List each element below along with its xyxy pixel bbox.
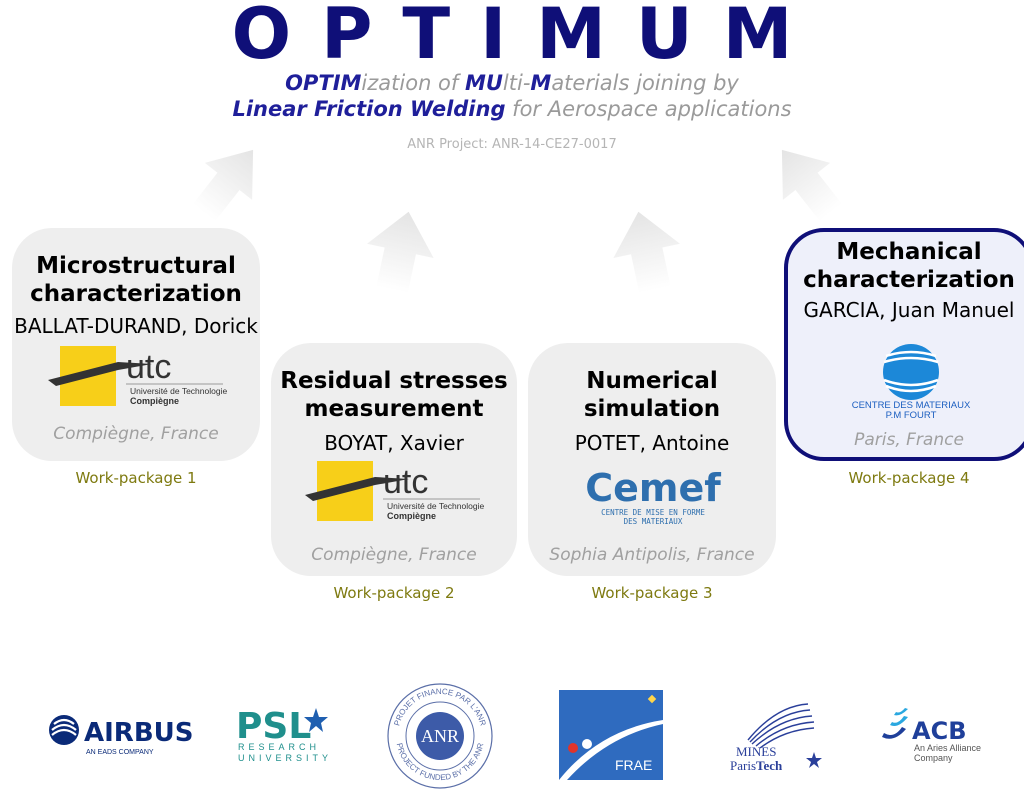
svg-text:ANR: ANR — [421, 726, 459, 746]
svg-text:Company: Company — [914, 753, 953, 763]
svg-text:Université de Technologie: Université de Technologie — [130, 386, 227, 396]
svg-text:AIRBUS: AIRBUS — [84, 718, 193, 748]
subtitle-segment: Linear Friction Welding — [232, 97, 506, 121]
svg-text:MINES: MINES — [736, 744, 776, 759]
svg-text:utc: utc — [126, 348, 171, 386]
airbus-logo: AIRBUS AN EADS COMPANY — [49, 715, 193, 756]
utc-logo: utc Université de Technologie Compiègne — [305, 461, 484, 521]
svg-text:AN EADS COMPANY: AN EADS COMPANY — [86, 749, 154, 756]
arrow-icon — [367, 211, 434, 294]
svg-text:PSL: PSL — [236, 706, 311, 747]
svg-text:Cemef: Cemef — [585, 466, 721, 510]
psl-logo: PSL RESEARCH UNIVERSITY — [236, 706, 330, 763]
cemef-logo: Cemef CENTRE DE MISE EN FORME DES MATERI… — [585, 466, 721, 526]
svg-text:FRAE: FRAE — [615, 757, 652, 773]
wp-location: Compiègne, France — [53, 424, 219, 444]
mines-paristech-logo: MINES ParisTech — [730, 703, 822, 773]
svg-text:Université de Technologie: Université de Technologie — [387, 501, 484, 511]
subtitle-segment: M — [530, 71, 552, 95]
wp-location: Paris, France — [854, 430, 964, 450]
project-title: OPTIMUM — [231, 0, 823, 75]
svg-text:UNIVERSITY: UNIVERSITY — [238, 753, 330, 763]
work-package-4-label: Work-package 4 — [848, 469, 970, 487]
wp-location: Compiègne, France — [311, 545, 477, 565]
svg-text:Compiègne: Compiègne — [387, 511, 436, 521]
work-package-1-label: Work-package 1 — [75, 469, 197, 487]
frae-logo: FRAE — [559, 690, 663, 780]
utc-logo: utc Université de Technologie Compiègne — [48, 346, 227, 406]
subtitle-segment: OPTIM — [285, 71, 362, 95]
subtitle-line-1: OPTIMization of MUlti-Materials joining … — [0, 70, 1024, 96]
work-package-2-label: Work-package 2 — [333, 584, 455, 602]
svg-text:utc: utc — [383, 463, 428, 501]
subtitle-segment: for Aerospace applications — [505, 97, 792, 121]
wp-person: GARCIA, Juan Manuel — [803, 298, 1015, 322]
wp-person: BALLAT-DURAND, Dorick — [14, 314, 258, 338]
subtitle-segment: ization of — [361, 71, 465, 95]
svg-text:Compiègne: Compiègne — [130, 396, 179, 406]
svg-text:ParisTech: ParisTech — [730, 758, 783, 773]
centre-materiaux-logo: CENTRE DES MATERIAUX P.M FOURT — [852, 344, 971, 420]
subtitle-segment: lti- — [502, 71, 531, 95]
arrow-icon — [613, 211, 680, 294]
svg-text:P.M FOURT: P.M FOURT — [886, 410, 937, 420]
anr-logo: ANR PROJET FINANCE PAR L'ANR PROJECT FUN… — [387, 683, 493, 789]
subtitle-segment: MU — [464, 71, 503, 95]
svg-text:RESEARCH: RESEARCH — [238, 742, 320, 752]
subtitle-line-2: Linear Friction Welding for Aerospace ap… — [0, 96, 1024, 122]
wp-location: Sophia Antipolis, France — [549, 545, 755, 565]
work-package-3-label: Work-package 3 — [591, 584, 713, 602]
subtitle-segment: aterials joining by — [551, 71, 739, 95]
anr-project-id: ANR Project: ANR-14-CE27-0017 — [407, 137, 617, 152]
svg-text:CENTRE DE MISE EN FORME: CENTRE DE MISE EN FORME — [601, 508, 705, 517]
svg-text:ACB: ACB — [912, 717, 966, 745]
acb-logo: ACB An Aries Alliance Company — [882, 708, 981, 763]
svg-text:DES MATERIAUX: DES MATERIAUX — [624, 517, 683, 526]
svg-text:An Aries Alliance: An Aries Alliance — [914, 743, 981, 753]
wp-person: BOYAT, Xavier — [324, 431, 464, 455]
wp-person: POTET, Antoine — [574, 431, 730, 455]
svg-text:CENTRE DES MATERIAUX: CENTRE DES MATERIAUX — [852, 400, 971, 411]
